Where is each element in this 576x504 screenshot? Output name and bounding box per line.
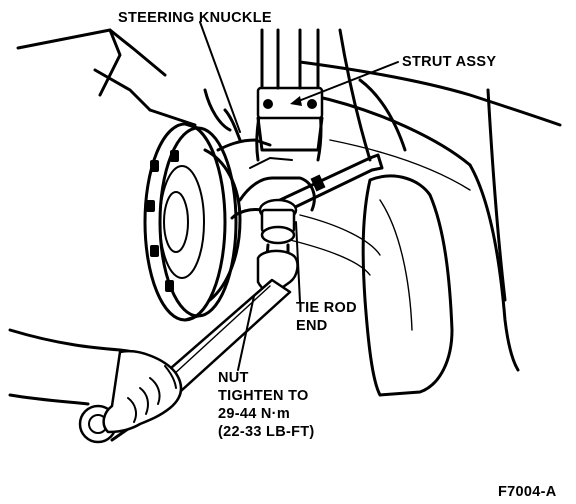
torque-nm-label: 29-44 N·m: [218, 406, 290, 422]
strut-assy-label: STRUT ASSY: [402, 54, 496, 70]
tie-rod-label: TIE ROD: [296, 300, 357, 316]
technician-hand: [8, 328, 183, 434]
fender-body: [16, 28, 562, 372]
tighten-to-label: TIGHTEN TO: [218, 388, 309, 404]
strut-assembly: [203, 28, 372, 162]
splash-shield: [361, 174, 454, 397]
tie-rod-end: [258, 198, 298, 270]
torque-lbft-label: (22-33 LB-FT): [218, 424, 315, 440]
tie-rod-end-label: END: [296, 318, 328, 334]
brake-rotor: [143, 122, 242, 322]
steering-knuckle-label: STEERING KNUCKLE: [118, 10, 272, 26]
tie-rod: [278, 153, 384, 214]
wheel-studs: [146, 150, 179, 292]
nut-label: NUT: [218, 370, 249, 386]
figure-id: F7004-A: [498, 484, 557, 500]
leader-lines: [199, 21, 399, 371]
